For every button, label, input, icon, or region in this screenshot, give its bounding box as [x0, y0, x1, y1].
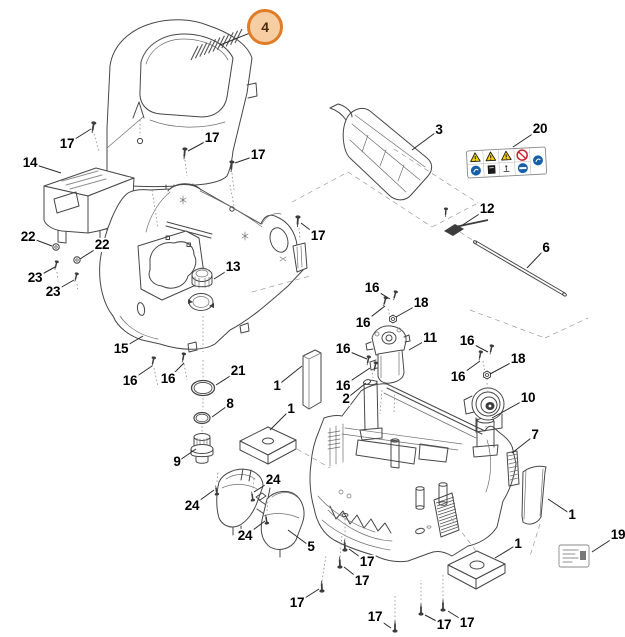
part-11-motor-mount[interactable]	[365, 325, 411, 384]
callout-label-17[interactable]: 17	[366, 608, 384, 625]
callout-label-24[interactable]: 24	[236, 527, 254, 544]
callout-label-18[interactable]: 18	[412, 294, 430, 311]
callout-label-18[interactable]: 18	[509, 350, 527, 367]
callout-label-24[interactable]: 24	[264, 471, 282, 488]
callout-label-13[interactable]: 13	[224, 258, 242, 275]
part-13-cap[interactable]	[191, 267, 213, 289]
guide-lines	[56, 133, 589, 621]
callout-label-24[interactable]: 24	[183, 497, 201, 514]
callout-label-23[interactable]: 23	[26, 269, 44, 286]
callout-label-9[interactable]: 9	[172, 453, 182, 470]
part-1-foam-pad-right[interactable]	[521, 465, 547, 525]
callout-label-17[interactable]: 17	[203, 129, 221, 146]
part-3-discharge-flap[interactable]	[329, 103, 433, 201]
callout-label-16[interactable]: 16	[354, 314, 372, 331]
callout-label-17[interactable]: 17	[353, 572, 371, 589]
prohibition-icon	[516, 149, 528, 161]
callout-label-16[interactable]: 16	[334, 340, 352, 357]
part-20-safety-label[interactable]	[466, 146, 548, 179]
callout-label-17[interactable]: 17	[458, 614, 476, 631]
caution-figure-icon	[503, 165, 510, 173]
part-5-wheel-covers[interactable]	[216, 468, 305, 558]
mandatory-bar-icon	[517, 163, 528, 174]
callout-label-1[interactable]: 1	[513, 535, 523, 552]
callout-label-3[interactable]: 3	[434, 121, 444, 138]
callout-label-17[interactable]: 17	[358, 553, 376, 570]
callout-label-4-highlighted[interactable]: 4	[247, 9, 283, 45]
part-6-rod[interactable]	[472, 240, 567, 297]
callout-label-16[interactable]: 16	[363, 279, 381, 296]
chassis-vent-grille	[435, 496, 459, 534]
callout-label-16[interactable]: 16	[334, 377, 352, 394]
part-1-foam-strip[interactable]	[302, 349, 322, 410]
callout-label-17[interactable]: 17	[249, 146, 267, 163]
part-15-upper-housing[interactable]	[99, 183, 308, 353]
callout-label-19[interactable]: 19	[609, 526, 625, 543]
callout-label-15[interactable]: 15	[112, 340, 130, 357]
callout-label-16[interactable]: 16	[458, 332, 476, 349]
chassis-right-vent	[507, 453, 519, 481]
part-10-wheel-motor[interactable]	[463, 387, 505, 433]
callout-label-2[interactable]: 2	[341, 390, 351, 407]
part-9-plug[interactable]	[190, 433, 214, 464]
clip-detail	[179, 195, 287, 262]
callout-label-16[interactable]: 16	[121, 372, 139, 389]
part-1-foam-block-bottom[interactable]	[447, 550, 506, 590]
callout-label-12[interactable]: 12	[478, 200, 496, 217]
callout-label-1[interactable]: 1	[286, 400, 296, 417]
part-12-bracket[interactable]	[442, 206, 489, 236]
callout-label-16[interactable]: 16	[159, 370, 177, 387]
callout-label-22[interactable]: 22	[19, 228, 37, 245]
callout-label-16[interactable]: 16	[449, 368, 467, 385]
callout-label-17[interactable]: 17	[309, 227, 327, 244]
chassis-left-vent	[327, 430, 341, 450]
callout-label-17[interactable]: 17	[58, 135, 76, 152]
callout-label-17[interactable]: 17	[435, 616, 453, 633]
callout-label-10[interactable]: 10	[519, 389, 537, 406]
callout-label-11[interactable]: 11	[422, 329, 438, 346]
read-manual-icon	[487, 165, 496, 174]
callout-label-14[interactable]: 14	[21, 154, 39, 171]
part-7-chassis[interactable]	[309, 379, 520, 563]
callout-label-23[interactable]: 23	[44, 283, 62, 300]
part-19-rating-label[interactable]	[558, 544, 590, 568]
callout-label-8[interactable]: 8	[225, 395, 235, 412]
hood-vent-grille	[190, 28, 243, 61]
callout-label-20[interactable]: 20	[531, 120, 549, 137]
part-21-o-ring[interactable]	[190, 379, 216, 397]
callout-label-1[interactable]: 1	[272, 377, 282, 394]
part-1-foam-block-mid[interactable]	[239, 426, 297, 465]
callout-label-7[interactable]: 7	[530, 426, 540, 443]
callout-label-6[interactable]: 6	[541, 239, 551, 256]
callout-label-17[interactable]: 17	[288, 594, 306, 611]
callout-label-21[interactable]: 21	[229, 362, 247, 379]
part-8-o-ring[interactable]	[193, 411, 211, 425]
callout-label-5[interactable]: 5	[306, 538, 316, 555]
callout-label-1[interactable]: 1	[567, 506, 577, 523]
callout-label-22[interactable]: 22	[93, 236, 111, 253]
